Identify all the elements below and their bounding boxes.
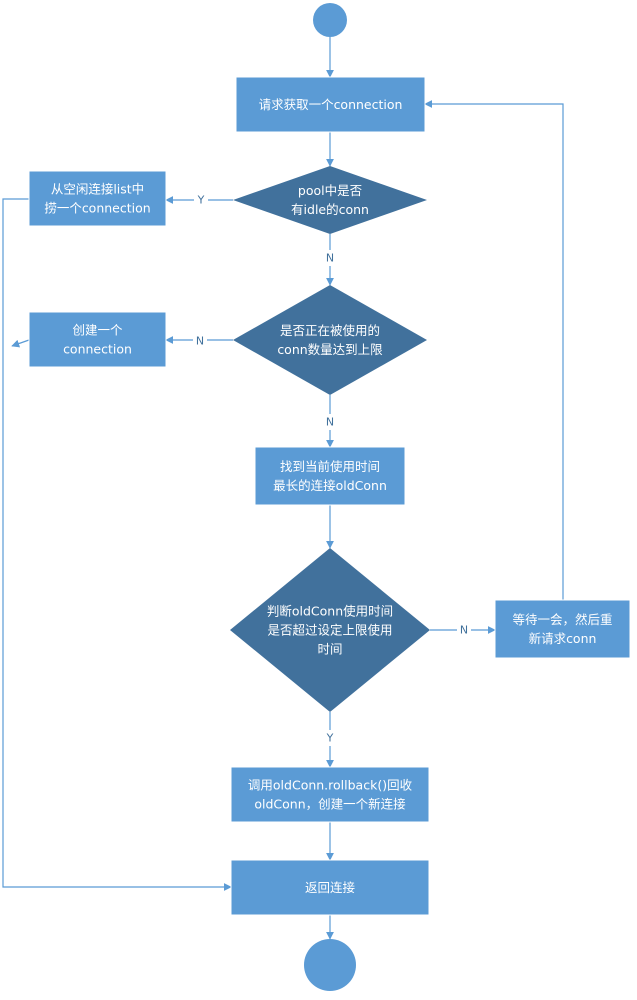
node-request-text-1: 请求获取一个connection — [259, 97, 403, 112]
edge-wait-to-request — [424, 100, 564, 600]
node-start — [313, 3, 347, 37]
node-find_oldest-box — [254, 446, 406, 506]
edge-label-bg — [194, 192, 208, 208]
edge-label-n: N — [460, 624, 468, 637]
node-rollback-text-1: 调用oldConn.rollback()回收 — [248, 778, 413, 793]
node-limit-check: 是否正在被使用的 conn数量达到上限 — [233, 285, 427, 395]
edge-label-bg — [457, 622, 471, 638]
edge-label-bg — [323, 730, 337, 746]
edge-labels-layer: Y N N N N Y — [193, 192, 471, 746]
node-wait-box — [494, 599, 631, 659]
edge-create-to-return — [11, 339, 30, 348]
node-take_idle-box — [28, 170, 167, 227]
edge-label-y: Y — [197, 194, 205, 207]
node-timeout_check-diamond — [230, 548, 430, 712]
edge-label-bg — [193, 333, 207, 349]
node-idle-check-text-1: pool中是否 — [298, 183, 362, 198]
edge-take-idle-to-return — [2, 198, 232, 891]
node-take-idle-text-1: 从空闲连接list中 — [51, 182, 144, 197]
node-return-text-1: 返回连接 — [305, 880, 356, 895]
node-end-circle — [304, 939, 356, 991]
edges-layer — [2, 37, 564, 940]
node-idle_check-diamond — [233, 166, 427, 234]
edge-label-n: N — [326, 252, 334, 265]
node-limit-check-text-2: conn数量达到上限 — [277, 342, 383, 357]
edge-label-n: N — [196, 335, 204, 348]
node-limit-check-text-1: 是否正在被使用的 — [280, 323, 380, 338]
node-create-box — [28, 311, 167, 368]
node-wait-text-1: 等待一会，然后重 — [512, 612, 612, 627]
edge-label-n: N — [326, 416, 334, 429]
node-start-circle — [313, 3, 347, 37]
node-request: 请求获取一个connection — [235, 76, 426, 133]
node-take-idle-text-2: 捞一个connection — [44, 201, 150, 216]
node-rollback-box — [230, 766, 430, 823]
node-return: 返回连接 — [230, 859, 430, 916]
node-return-box — [230, 859, 430, 916]
node-request-box — [235, 76, 426, 133]
node-find-oldest-text-2: 最长的连接oldConn — [273, 478, 387, 493]
node-timeout-check-text-3: 时间 — [317, 642, 342, 657]
edge-label-bg — [323, 414, 337, 430]
edge-label-bg — [323, 250, 337, 266]
node-timeout-check-text-2: 是否超过设定上限使用 — [267, 623, 392, 638]
node-end — [304, 939, 356, 991]
node-wait-text-2: 新请求conn — [529, 631, 597, 646]
node-create-text-2: connection — [63, 342, 132, 357]
node-rollback-text-2: oldConn，创建一个新连接 — [254, 797, 406, 812]
node-find-oldest-text-1: 找到当前使用时间 — [280, 459, 380, 474]
node-limit_check-diamond — [233, 285, 427, 395]
edge-label-y: Y — [326, 732, 334, 745]
node-idle-check-text-2: 有idle的conn — [291, 202, 369, 217]
node-rollback: 调用oldConn.rollback()回收 oldConn，创建一个新连接 — [230, 766, 430, 823]
node-create: 创建一个 connection — [28, 311, 167, 368]
node-timeout-check-text-1: 判断oldConn使用时间 — [267, 604, 393, 619]
node-create-text-1: 创建一个 — [72, 323, 123, 338]
